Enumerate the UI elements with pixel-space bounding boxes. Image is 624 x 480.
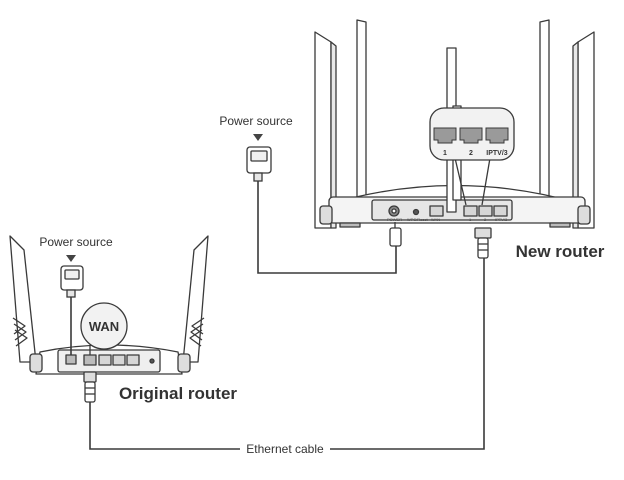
new-router-antenna-right-inner bbox=[539, 19, 550, 201]
new-router-label: New router bbox=[516, 242, 605, 261]
original-router-lan-port-3 bbox=[126, 354, 140, 366]
ethernet-cable bbox=[89, 258, 485, 450]
new-router-label-iptv: IPTV/3 bbox=[495, 217, 508, 222]
original-router-power-adapter bbox=[60, 255, 84, 355]
callout-port-2-icon bbox=[459, 127, 483, 144]
power-source-label-new: Power source bbox=[219, 114, 293, 128]
original-router-lan-port-1 bbox=[98, 354, 112, 366]
new-router-wan-port bbox=[429, 205, 444, 217]
new-router-label-lan1: 1 bbox=[469, 217, 472, 222]
original-router-lan-port-2 bbox=[112, 354, 126, 366]
new-router-antenna-left-inner bbox=[356, 19, 367, 201]
new-router-label-lan2: 2 bbox=[484, 217, 487, 222]
original-router-power-arrow-icon bbox=[66, 255, 76, 262]
callout-port-label-2: 2 bbox=[469, 150, 473, 157]
new-router-antenna-right-outer bbox=[572, 31, 595, 229]
new-router-label-wps: WPS/Reset bbox=[407, 217, 429, 222]
original-router-ethernet-plug bbox=[83, 371, 97, 403]
original-router-antenna-right bbox=[182, 235, 209, 363]
original-router-label: Original router bbox=[119, 384, 237, 403]
ethernet-cable-label: Ethernet cable bbox=[246, 442, 324, 456]
new-router-ethernet-plug bbox=[474, 227, 492, 259]
original-router bbox=[9, 235, 209, 375]
callout-port-iptv-icon bbox=[485, 127, 509, 144]
new-router bbox=[314, 19, 595, 229]
new-router-lan1-port bbox=[463, 205, 478, 217]
wan-callout bbox=[80, 302, 128, 355]
wan-callout-label: WAN bbox=[89, 319, 119, 334]
new-router-power-arrow-icon bbox=[253, 134, 263, 141]
original-router-wan-port bbox=[83, 354, 97, 366]
callout-port-label-1: 1 bbox=[443, 150, 447, 157]
power-source-label-original: Power source bbox=[39, 235, 113, 249]
new-router-antenna-left-outer bbox=[314, 31, 337, 229]
original-router-antenna-left bbox=[9, 235, 37, 363]
new-router-port-labels: POWER WPS/Reset WAN 1 2 IPTV/3 bbox=[387, 217, 508, 222]
new-router-label-wan: WAN bbox=[431, 217, 440, 222]
new-router-label-power: POWER bbox=[387, 217, 402, 222]
lan-ports-callout bbox=[429, 107, 515, 206]
new-router-wps-button bbox=[412, 208, 420, 216]
new-router-lan2-port bbox=[478, 205, 493, 217]
new-router-power-adapter bbox=[246, 134, 402, 274]
original-router-power-port bbox=[65, 354, 77, 365]
callout-port-label-3: IPTV/3 bbox=[486, 150, 508, 157]
callout-port-1-icon bbox=[433, 127, 457, 144]
new-router-iptv-port bbox=[493, 205, 508, 217]
callout-port-labels: 1 2 IPTV/3 bbox=[443, 150, 508, 157]
